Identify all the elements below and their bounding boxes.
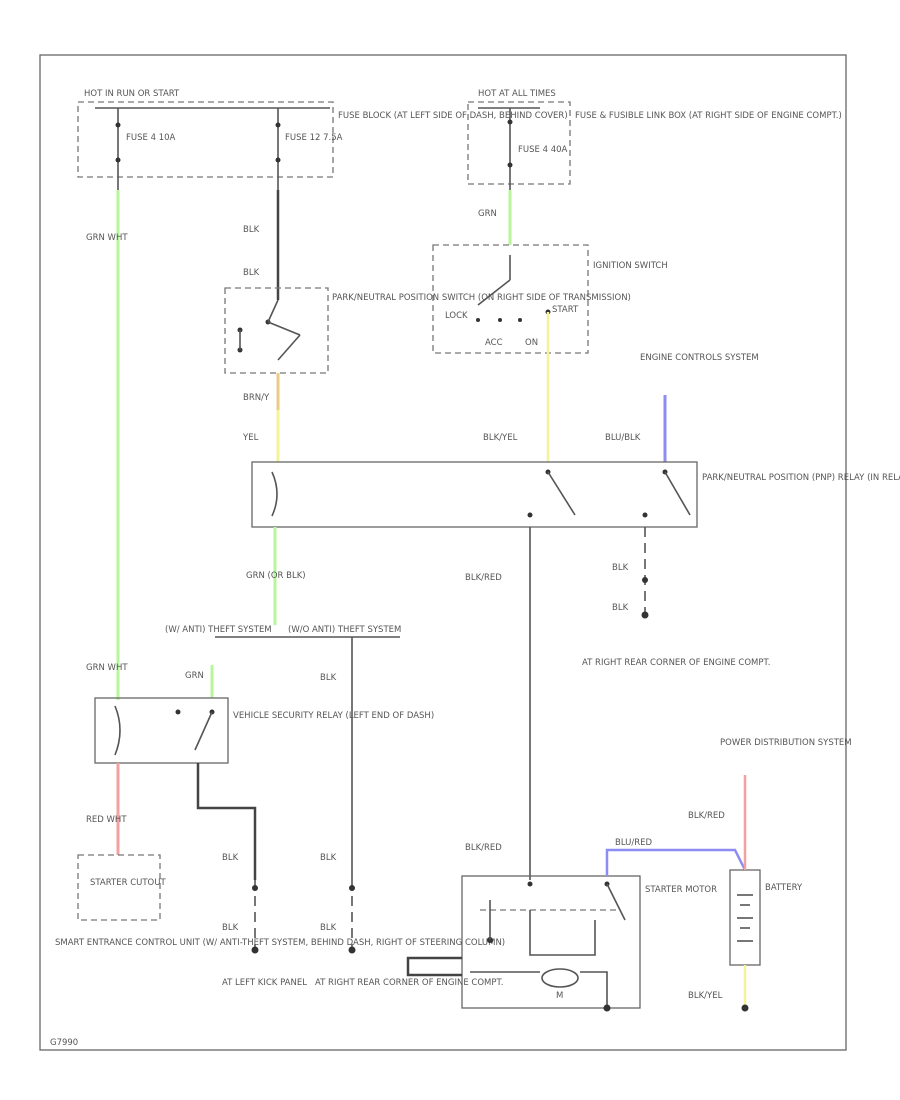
ground-right-label: AT RIGHT REAR CORNER OF ENGINE COMPT. xyxy=(582,658,770,668)
wire-blk-red-label-1: BLK/RED xyxy=(465,573,502,583)
wire-blk-ground-left xyxy=(196,763,257,880)
fuse-block-label: FUSE BLOCK (AT LEFT SIDE OF DASH, BEHIND… xyxy=(338,111,568,121)
wire-blk-red-label-2: BLK/RED xyxy=(465,843,502,853)
vehicle-security-relay: VEHICLE SECURITY RELAY (LEFT END OF DASH… xyxy=(94,697,434,764)
hot-at-all-times-label: HOT AT ALL TIMES xyxy=(478,89,556,99)
wire-blk-red-battery-label: BLK/RED xyxy=(688,811,725,821)
wire-blk-label-1: BLK xyxy=(243,225,260,235)
wire-red-wht-label: RED WHT xyxy=(86,815,127,825)
motor-m-label: M xyxy=(556,991,563,1001)
acc-label: ACC xyxy=(485,338,503,348)
engine-controls-label: ENGINE CONTROLS SYSTEM xyxy=(640,353,759,363)
lock-label: LOCK xyxy=(445,311,468,321)
wire-blu-red-label: BLU/RED xyxy=(615,838,653,848)
pnp-switch: PARK/NEUTRAL POSITION SWITCH (ON RIGHT S… xyxy=(224,287,631,374)
fusible-link-box: HOT AT ALL TIMES FUSE 4 40A FUSE & FUSIB… xyxy=(467,89,842,190)
wire-blk-yel-battery-label: BLK/YEL xyxy=(688,991,723,1001)
start-label: START xyxy=(552,305,579,315)
pnp-switch-label: PARK/NEUTRAL POSITION SWITCH (ON RIGHT S… xyxy=(332,293,631,303)
starter-motor: STARTER MOTOR M xyxy=(461,875,717,1012)
wire-blk-g1: BLK xyxy=(612,563,629,573)
wire-blu-blk-label: BLU/BLK xyxy=(605,433,641,443)
battery: BATTERY xyxy=(729,869,803,966)
on-label: ON xyxy=(525,338,538,348)
wire-blk-g2: BLK xyxy=(612,603,629,613)
wire-blk-yel-label: BLK/YEL xyxy=(483,433,518,443)
wire-blk-label-2: BLK xyxy=(243,268,260,278)
fuse-40a-label: FUSE 4 40A xyxy=(518,145,568,155)
wire-yel-label: YEL xyxy=(242,433,259,443)
diagram-code: G7990 xyxy=(50,1038,78,1048)
wire-blk-gl2: BLK xyxy=(222,923,239,933)
starter-motor-label: STARTER MOTOR xyxy=(645,885,717,895)
wire-grn-or-blk-label: GRN (OR BLK) xyxy=(246,571,306,581)
wire-blk-gl1: BLK xyxy=(222,853,239,863)
power-distribution-label: POWER DISTRIBUTION SYSTEM xyxy=(720,738,852,748)
smart-entrance-label: SMART ENTRANCE CONTROL UNIT (W/ ANTI-THE… xyxy=(55,938,505,948)
wire-blk-t1: BLK xyxy=(320,853,337,863)
starter-cutout-label: STARTER CUTOUT xyxy=(90,878,166,888)
wire-grn-wht-top-label: GRN WHT xyxy=(86,233,128,243)
fuse-12-label: FUSE 12 7.5A xyxy=(285,133,343,143)
wire-blk-cable xyxy=(406,956,462,977)
theft-system-wo: (W/O ANTI) THEFT SYSTEM xyxy=(288,625,401,635)
pnp-relay: PARK/NEUTRAL POSITION (PNP) RELAY (IN RE… xyxy=(251,461,900,528)
diagram-frame xyxy=(39,54,847,1051)
pnp-relay-label: PARK/NEUTRAL POSITION (PNP) RELAY (IN RE… xyxy=(702,473,900,483)
ground-left-label: AT LEFT KICK PANEL xyxy=(222,978,307,988)
vehicle-security-relay-label: VEHICLE SECURITY RELAY (LEFT END OF DASH… xyxy=(233,711,434,721)
wire-brn-yel-label: BRN/Y xyxy=(243,393,270,403)
fuse-block: HOT IN RUN OR START FUSE 4 10A FUSE 12 7… xyxy=(77,89,568,190)
battery-label: BATTERY xyxy=(765,883,803,893)
wire-grn-ign-label: GRN xyxy=(478,209,497,219)
fuse-4-label: FUSE 4 10A xyxy=(126,133,176,143)
wire-grn-relay-label: GRN xyxy=(185,671,204,681)
fusible-link-box-label: FUSE & FUSIBLE LINK BOX (AT RIGHT SIDE O… xyxy=(575,111,842,121)
wire-blk-t2: BLK xyxy=(320,923,337,933)
ignition-switch-label: IGNITION SWITCH xyxy=(593,261,668,271)
wire-grn-wht-bottom-label: GRN WHT xyxy=(86,663,128,673)
ground-theft-label: AT RIGHT REAR CORNER OF ENGINE COMPT. xyxy=(315,978,503,988)
theft-system-w: (W/ ANTI) THEFT SYSTEM xyxy=(165,625,272,635)
ignition-switch: IGNITION SWITCH LOCK START ACC ON xyxy=(432,244,668,354)
wire-blu-red xyxy=(605,848,747,876)
hot-in-run-label: HOT IN RUN OR START xyxy=(84,89,180,99)
wire-blk-theft-label: BLK xyxy=(320,673,337,683)
starter-cutout-box xyxy=(77,854,161,921)
